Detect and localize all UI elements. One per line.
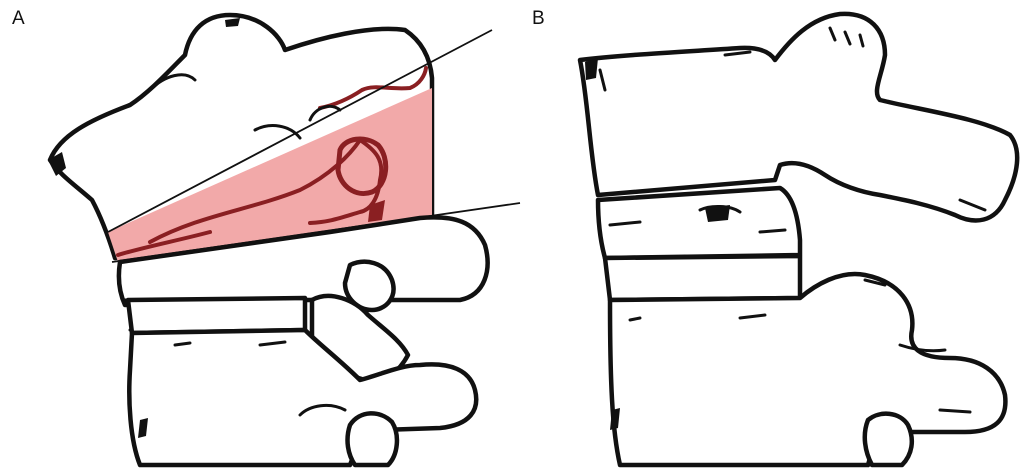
panel-b-upper-vertebra — [580, 14, 1017, 221]
panel-a-lower-process — [348, 413, 397, 465]
panel-b-disc — [605, 256, 800, 300]
panel-a-lower-vertebra — [129, 330, 476, 465]
panel-b-middle-spot — [705, 205, 730, 222]
panel-b-lower-process — [865, 414, 912, 465]
panel-a-drawing — [48, 15, 520, 465]
panel-b-drawing — [580, 14, 1017, 465]
panel-a-disc — [128, 298, 305, 333]
panel-b-lower-vertebra — [610, 274, 1005, 465]
